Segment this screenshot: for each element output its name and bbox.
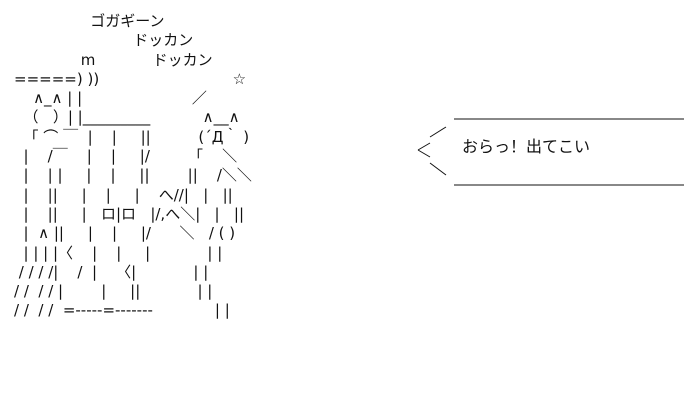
art-line: | ∧ || | | |/ ＼ / ( ) bbox=[14, 224, 236, 243]
speech-bubble: おらっ！出てこい bbox=[416, 113, 686, 189]
art-line: m ドッカン bbox=[14, 50, 213, 69]
art-line: | || | ロ|ロ |/,へ＼| | || bbox=[14, 204, 245, 223]
art-line: ∧_∧ | | ／ bbox=[14, 89, 207, 108]
art-line: | | | | | || || /＼＼ bbox=[14, 166, 252, 185]
art-line: 「 ⌒ ￣ | | || (´Д｀ ) bbox=[14, 127, 250, 146]
art-line: | || | | | へ//| | || bbox=[14, 185, 233, 204]
art-line: | /￣ | | |/ 「 ＼ bbox=[14, 147, 238, 166]
speech-text: おらっ！出てこい bbox=[462, 137, 591, 156]
art-line: / / / /| / | 〈| | | bbox=[14, 262, 209, 281]
art-line: ドッカン bbox=[14, 31, 194, 50]
art-line: （ ）| |_________ ∧__∧ bbox=[14, 108, 240, 127]
art-line: ゴガギーン bbox=[14, 12, 165, 30]
art-line: | | | |〈 | | | | | bbox=[14, 243, 223, 262]
speech-bubble-outline bbox=[417, 118, 684, 186]
art-line: / / / / =-----=------- | | bbox=[14, 301, 230, 320]
ascii-art: ゴガギーン ドッカン m ドッカン =====) )) ☆ ∧_∧ | | ／ … bbox=[14, 12, 252, 321]
art-line: =====) )) ☆ bbox=[14, 69, 247, 88]
art-line: / / / / | | || | | bbox=[14, 282, 213, 301]
